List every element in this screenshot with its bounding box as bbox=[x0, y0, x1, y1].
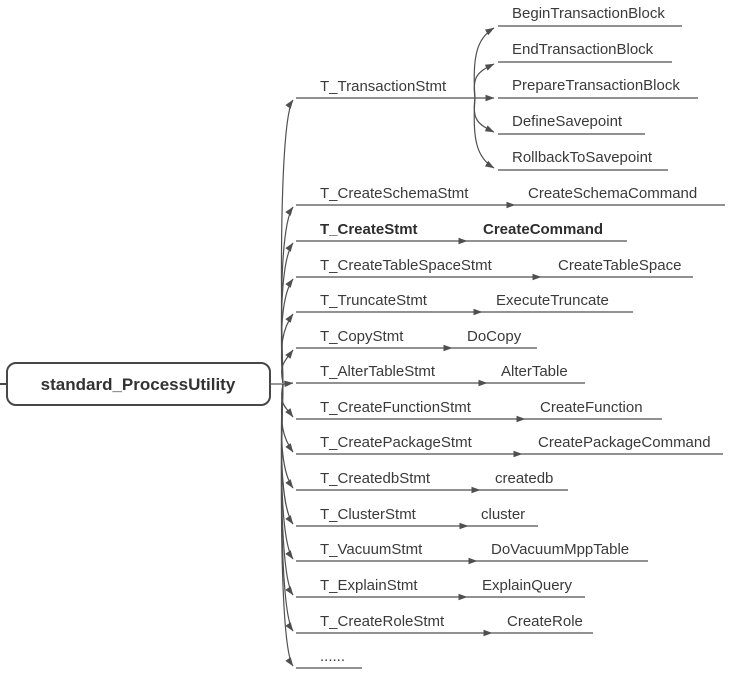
topic-t-altertablestmt[interactable]: T_AlterTableStmt bbox=[320, 363, 436, 380]
root-node[interactable]: standard_ProcessUtility bbox=[0, 362, 283, 406]
topic-explainquery[interactable]: ExplainQuery bbox=[482, 577, 573, 594]
topic-t-createrolestmt[interactable]: T_CreateRoleStmt bbox=[320, 613, 445, 630]
topic-endtransactionblock[interactable]: EndTransactionBlock bbox=[512, 41, 654, 58]
topic-createpackagecommand[interactable]: CreatePackageCommand bbox=[538, 434, 711, 451]
topic-cluster[interactable]: cluster bbox=[481, 506, 525, 523]
topic-t-createdbstmt[interactable]: T_CreatedbStmt bbox=[320, 470, 431, 487]
sub-branch-curve bbox=[473, 97, 495, 169]
topic-docopy[interactable]: DoCopy bbox=[467, 328, 522, 345]
topic-t-createstmt[interactable]: T_CreateStmt bbox=[320, 221, 418, 238]
topic-t-createtablespacestmt[interactable]: T_CreateTableSpaceStmt bbox=[320, 257, 493, 274]
topic-createcommand[interactable]: CreateCommand bbox=[483, 221, 603, 238]
topic-t-createpackagestmt[interactable]: T_CreatePackageStmt bbox=[320, 434, 473, 451]
topic-executetruncate[interactable]: ExecuteTruncate bbox=[496, 292, 609, 309]
topic-createschemacommand[interactable]: CreateSchemaCommand bbox=[528, 185, 697, 202]
transaction-child-labels: BeginTransactionBlock EndTransactionBloc… bbox=[512, 5, 680, 166]
topic-t-truncatestmt[interactable]: T_TruncateStmt bbox=[320, 292, 428, 309]
topic-definesavepoint[interactable]: DefineSavepoint bbox=[512, 113, 623, 130]
topic-t-vacuumstmt[interactable]: T_VacuumStmt bbox=[320, 541, 423, 558]
sub-branch-curve bbox=[473, 97, 495, 133]
topic-preparetransactionblock[interactable]: PrepareTransactionBlock bbox=[512, 77, 680, 94]
statement-labels: T_TransactionStmt T_CreateSchemaStmt T_C… bbox=[320, 78, 493, 665]
sub-branch-curve bbox=[473, 63, 495, 99]
topic-t-copystmt[interactable]: T_CopyStmt bbox=[320, 328, 404, 345]
topic-t-clusterstmt[interactable]: T_ClusterStmt bbox=[320, 506, 417, 523]
branch-curve bbox=[281, 349, 294, 384]
root-branch-curves bbox=[280, 99, 294, 667]
transaction-subtree bbox=[473, 25, 698, 171]
topic-ellipsis[interactable]: ...... bbox=[320, 648, 345, 665]
topic-t-createschemastmt[interactable]: T_CreateSchemaStmt bbox=[320, 185, 469, 202]
branch-curve bbox=[280, 383, 294, 667]
topic-createfunction[interactable]: CreateFunction bbox=[540, 399, 643, 416]
topic-t-transactionstmt[interactable]: T_TransactionStmt bbox=[320, 78, 447, 95]
branch-underlines bbox=[296, 97, 725, 669]
branch-straight bbox=[282, 380, 294, 388]
topic-rollbacktosavepoint[interactable]: RollbackToSavepoint bbox=[512, 149, 653, 166]
topic-createdb[interactable]: createdb bbox=[495, 470, 553, 487]
topic-createrole[interactable]: CreateRole bbox=[507, 613, 583, 630]
topic-begintransactionblock[interactable]: BeginTransactionBlock bbox=[512, 5, 665, 22]
handler-labels: CreateSchemaCommand CreateCommand Create… bbox=[467, 185, 711, 630]
topic-dovacuummpptable[interactable]: DoVacuumMppTable bbox=[491, 541, 629, 558]
topic-createtablespace[interactable]: CreateTableSpace bbox=[558, 257, 681, 274]
root-node-label[interactable]: standard_ProcessUtility bbox=[41, 375, 236, 394]
topic-altertable[interactable]: AlterTable bbox=[501, 363, 568, 380]
sub-branch-curve bbox=[473, 27, 495, 99]
topic-t-createfunctionstmt[interactable]: T_CreateFunctionStmt bbox=[320, 399, 472, 416]
topic-t-explainstmt[interactable]: T_ExplainStmt bbox=[320, 577, 418, 594]
branch-curve bbox=[280, 99, 294, 384]
